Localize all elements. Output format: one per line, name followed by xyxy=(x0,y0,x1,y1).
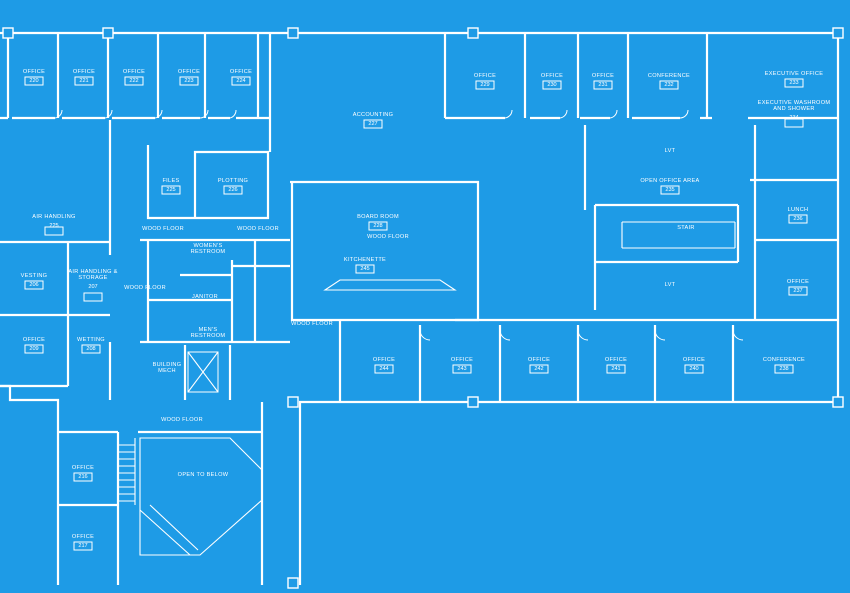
room-number-office-216: 216 xyxy=(78,474,87,480)
room-number-air-handling: 225 xyxy=(49,223,58,229)
number-boxes xyxy=(24,76,808,551)
room-number-office-229: 229 xyxy=(480,82,489,88)
room-number-office-222: 222 xyxy=(129,78,138,84)
columns xyxy=(2,27,844,589)
room-label-air-handling-storage: AIR HANDLING &STORAGE xyxy=(68,269,117,281)
room-label-executive-office: EXECUTIVE OFFICE xyxy=(765,71,824,77)
room-label-office-242: OFFICE xyxy=(528,357,550,363)
room-number-vesting: 206 xyxy=(29,282,38,288)
room-label-office-220: OFFICE xyxy=(23,69,45,75)
room-label-vesting: VESTING xyxy=(21,273,48,279)
room-number-wetting: 208 xyxy=(86,346,95,352)
room-number-office-230: 230 xyxy=(547,82,556,88)
room-number-office-224: 224 xyxy=(236,78,245,84)
room-number-office-220: 220 xyxy=(29,78,38,84)
room-label-office-243: OFFICE xyxy=(451,357,473,363)
room-label-office-231: OFFICE xyxy=(592,73,614,79)
room-label-office-217: OFFICE xyxy=(72,534,94,540)
room-number-office-231: 231 xyxy=(598,82,607,88)
room-number-executive-office: 233 xyxy=(789,80,798,86)
area-label-wood-floor-5: WOOD FLOOR xyxy=(291,321,333,327)
area-label-wood-floor-3: WOOD FLOOR xyxy=(367,234,409,240)
area-label-wood-floor-6: WOOD FLOOR xyxy=(161,417,203,423)
area-label-wood-floor-2: WOOD FLOOR xyxy=(237,226,279,232)
room-number-office-240: 240 xyxy=(689,366,698,372)
room-label-office-230: OFFICE xyxy=(541,73,563,79)
room-label-board-room: BOARD ROOM xyxy=(357,214,399,220)
area-label-lvt-2: LVT xyxy=(665,282,676,288)
area-label-stair: STAIR xyxy=(677,225,695,231)
room-number-conference-232: 232 xyxy=(664,82,673,88)
room-label-files: FILES xyxy=(162,178,179,184)
room-label-office-224: OFFICE xyxy=(230,69,252,75)
room-labels: OFFICE220OFFICE221OFFICE222OFFICE223OFFI… xyxy=(21,69,831,549)
room-label-plotting: PLOTTING xyxy=(218,178,248,184)
room-number-open-office-area: 235 xyxy=(665,187,674,193)
room-number-office-223: 223 xyxy=(184,78,193,84)
room-number-accounting: 227 xyxy=(368,121,377,127)
area-label-wood-floor-1: WOOD FLOOR xyxy=(142,226,184,232)
room-number-office-209: 209 xyxy=(29,346,38,352)
kitchenette-counter xyxy=(323,279,457,291)
open-to-below-outline xyxy=(139,437,263,556)
area-label-janitor: JANITOR xyxy=(192,294,218,300)
walls xyxy=(0,31,840,585)
room-number-plotting: 226 xyxy=(228,187,237,193)
door-swings xyxy=(54,109,744,341)
room-number-office-221: 221 xyxy=(79,78,88,84)
room-number-office-242: 242 xyxy=(534,366,543,372)
room-number-executive-washroom: 234 xyxy=(789,115,798,121)
room-label-office-221: OFFICE xyxy=(73,69,95,75)
room-number-files: 225 xyxy=(166,187,175,193)
room-label-office-240: OFFICE xyxy=(683,357,705,363)
room-number-board-room: 228 xyxy=(373,223,382,229)
room-number-air-handling-storage: 207 xyxy=(88,284,97,290)
stair-shaft xyxy=(187,351,219,393)
room-number-office-244: 244 xyxy=(379,366,388,372)
room-label-office-222: OFFICE xyxy=(123,69,145,75)
room-label-office-237: OFFICE xyxy=(787,279,809,285)
room-label-wetting: WETTING xyxy=(77,337,105,343)
room-label-office-223: OFFICE xyxy=(178,69,200,75)
area-label-open-to-below: OPEN TO BELOW xyxy=(178,472,229,478)
room-label-office-241: OFFICE xyxy=(605,357,627,363)
room-label-office-209: OFFICE xyxy=(23,337,45,343)
room-label-conference-232: CONFERENCE xyxy=(648,73,690,79)
area-label-lvt-1: LVT xyxy=(665,148,676,154)
room-number-kitchenette: 245 xyxy=(360,266,369,272)
room-label-air-handling: AIR HANDLING xyxy=(32,214,75,220)
room-label-kitchenette: KITCHENETTE xyxy=(344,257,386,263)
room-number-lunch: 236 xyxy=(793,216,802,222)
room-label-office-244: OFFICE xyxy=(373,357,395,363)
room-number-conference-238: 238 xyxy=(779,366,788,372)
room-number-office-243: 243 xyxy=(457,366,466,372)
stair-treads xyxy=(117,221,736,556)
room-label-office-229: OFFICE xyxy=(474,73,496,79)
room-label-conference-238: CONFERENCE xyxy=(763,357,805,363)
area-label-wood-floor-4: WOOD FLOOR xyxy=(124,285,166,291)
room-number-office-237: 237 xyxy=(793,288,802,294)
room-number-office-241: 241 xyxy=(611,366,620,372)
room-label-accounting: ACCOUNTING xyxy=(353,112,394,118)
room-label-office-216: OFFICE xyxy=(72,465,94,471)
room-number-office-217: 217 xyxy=(78,543,87,549)
room-label-lunch: LUNCH xyxy=(788,207,809,213)
room-label-open-office-area: OPEN OFFICE AREA xyxy=(640,178,699,184)
